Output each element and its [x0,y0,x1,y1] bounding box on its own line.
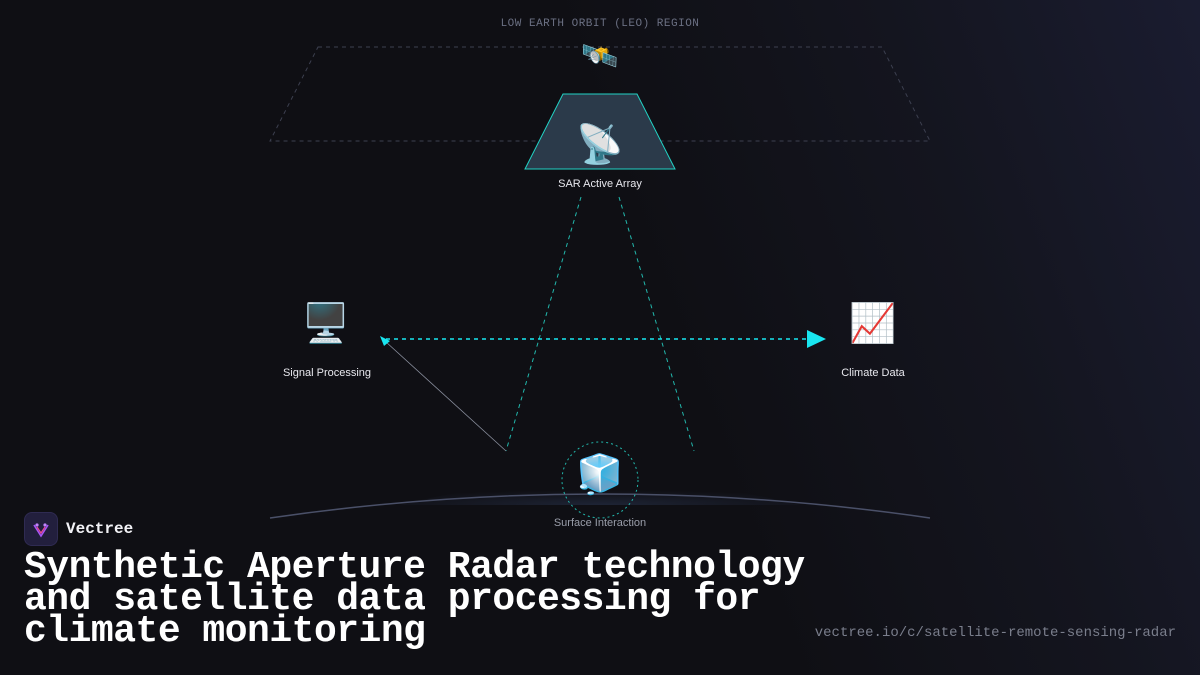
sar-array-label: SAR Active Array [558,178,642,190]
ice-cube-icon: 🧊 [576,452,624,496]
chart-increasing-icon: 📈 [849,301,897,345]
surface-interaction-label: Surface Interaction [553,517,647,529]
climate-data-label: Climate Data [841,367,905,379]
radar-beam-right [618,196,695,452]
satellite-icon: 🛰️ [581,39,619,74]
page-headline: Synthetic Aperture Radar technology and … [24,546,805,653]
surface-interaction-ring [561,441,639,519]
signal-processing-label: Signal Processing [282,367,372,379]
brand-name: Vectree [66,520,134,538]
satellite-dish-icon: 📡 [576,122,624,166]
vectree-logo-icon [24,512,58,546]
earth-glow [400,480,800,505]
desktop-computer-icon: 🖥️ [302,301,350,345]
sar-array-panel [524,93,676,170]
orbit-plane [269,46,931,142]
earth-surface-arc [269,493,931,519]
page-url[interactable]: vectree.io/c/satellite-remote-sensing-ra… [814,625,1176,641]
backscatter-arrowhead [380,336,390,346]
brand[interactable]: Vectree [24,512,133,546]
orbit-region-label: LOW EARTH ORBIT (LEO) REGION [500,18,700,30]
backscatter-line [385,341,507,452]
data-flow-arrowhead [807,330,826,348]
radar-beam-left [505,196,582,452]
